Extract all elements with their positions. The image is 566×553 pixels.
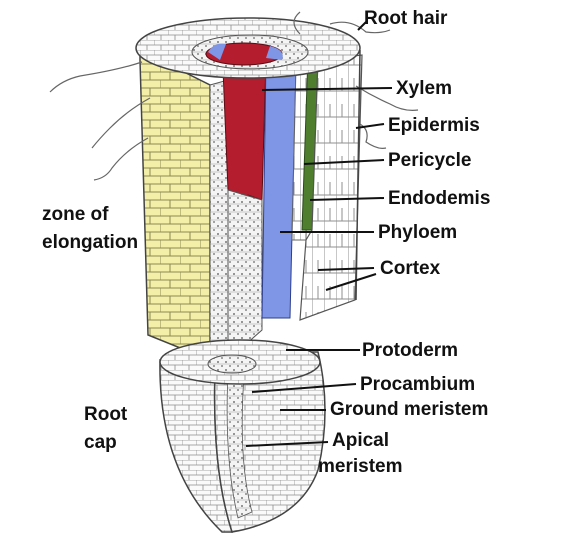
label-endodermis: Endodemis [388, 188, 490, 209]
label-protoderm: Protoderm [362, 340, 458, 361]
label-root-cap-line1: Root [84, 404, 128, 425]
label-procambium: Procambium [360, 374, 475, 395]
label-zone-line2: elongation [42, 232, 138, 253]
phloem-band [262, 60, 296, 318]
label-xylem: Xylem [396, 78, 452, 99]
label-root-hair: Root hair [364, 8, 448, 29]
upper-root-section [136, 18, 362, 365]
label-cortex: Cortex [380, 258, 441, 279]
label-epidermis: Epidermis [388, 115, 480, 136]
tip-top-inner [208, 355, 256, 373]
label-zone-line1: zone of [42, 204, 109, 225]
label-phloem: Phyloem [378, 222, 457, 243]
label-apical-line2: meristem [318, 456, 403, 477]
label-apical-line1: Apical [332, 430, 389, 451]
label-root-cap-line2: cap [84, 432, 117, 453]
root-tip-section [160, 340, 325, 532]
outer-epidermis-face [140, 50, 210, 360]
central-cut-face [228, 190, 262, 360]
label-ground-meristem: Ground meristem [330, 399, 488, 420]
label-pericycle: Pericycle [388, 150, 471, 171]
